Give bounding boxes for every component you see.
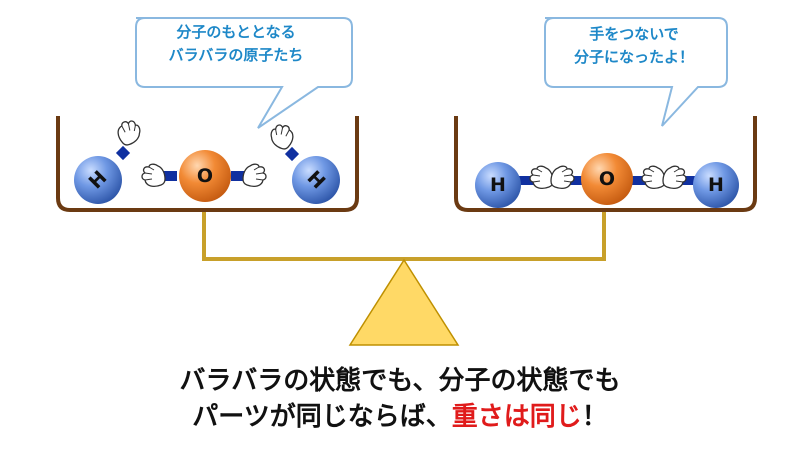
bond-stub (115, 145, 131, 161)
bubble-left-line-2: バラバラの原子たち (168, 46, 304, 64)
bubble-left-text: 分子のもととなる バラバラの原子たち (136, 21, 336, 67)
atom-hydrogen-1 (475, 162, 521, 208)
caption-line-1: バラバラの状態でも、分子の状態でも (179, 366, 621, 396)
hand-icon (242, 163, 267, 188)
bubble-left-outline (135, 17, 353, 129)
fulcrum-triangle (348, 258, 460, 346)
caption: バラバラの状態でも、分子の状態でも パーツが同じならば、重さは同じ！ (0, 363, 800, 435)
hand-icon (141, 163, 166, 188)
atom-oxygen (581, 153, 633, 205)
bubble-right-outline (544, 17, 728, 127)
caption-line-2: パーツが同じならば、重さは同じ！ (0, 399, 800, 435)
bubble-left-line-1: 分子のもととなる (176, 23, 296, 41)
bubble-right-line-1: 手をつないで (589, 25, 679, 43)
caption-emphasis: 重さは同じ (451, 402, 582, 432)
left-pan (56, 116, 359, 212)
atom-hydrogen-1-label: H (490, 174, 506, 196)
atom-hydrogen-2-label: H (708, 174, 724, 196)
bond-stub (231, 171, 245, 181)
hand-icon (114, 117, 145, 148)
left-atoms: H O H (74, 117, 340, 204)
caption-line-2-suffix: ！ (581, 402, 608, 432)
atom-hydrogen-2 (292, 156, 340, 204)
atom-oxygen (179, 150, 231, 202)
speech-bubble-right (544, 17, 728, 127)
bubble-right-line-2: 分子になったよ！ (573, 48, 694, 66)
hand-icon (266, 121, 297, 152)
atom-hydrogen-1 (74, 156, 122, 204)
hand-icon (662, 165, 687, 190)
speech-bubble-left (135, 17, 353, 129)
right-molecule: H O H (475, 153, 739, 208)
atom-oxygen-label: O (599, 168, 615, 190)
bond-stub (163, 171, 177, 181)
atom-hydrogen-2 (693, 162, 739, 208)
hand-icon (529, 165, 554, 190)
caption-line-2-prefix: パーツが同じならば、 (192, 402, 452, 432)
bond-stub (284, 146, 300, 162)
right-pan (454, 116, 757, 212)
hand-icon (550, 165, 575, 190)
bubble-right-text: 手をつないで 分子になったよ！ (543, 23, 725, 69)
atom-oxygen-label: O (197, 165, 213, 187)
hand-icon (641, 165, 666, 190)
balance-beam (202, 210, 606, 261)
